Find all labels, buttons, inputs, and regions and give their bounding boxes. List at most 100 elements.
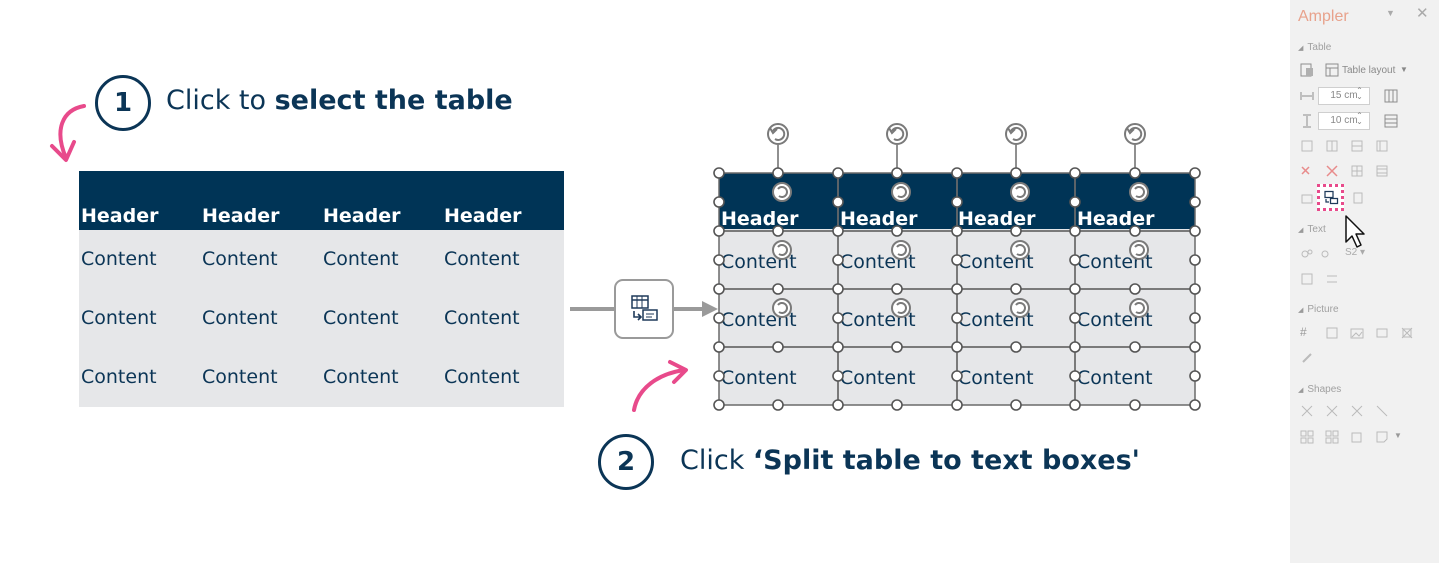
text-size-icon[interactable]: S2 ▾: [1345, 247, 1366, 258]
selected-header-cell: Header: [721, 208, 799, 230]
table-layout-icon[interactable]: [1325, 63, 1339, 77]
rotate-handle-icon: [891, 298, 911, 318]
selection-overlay: [713, 123, 1201, 411]
flow-arrowhead-icon: [702, 301, 718, 317]
close-icon[interactable]: ✕: [1416, 5, 1429, 22]
step-one-number: 1: [113, 88, 133, 118]
shape-sticky-icon[interactable]: [1375, 430, 1389, 444]
section-shapes-label: Shapes: [1298, 384, 1341, 395]
rotate-handles: [767, 123, 1149, 318]
table-cell: Content: [323, 366, 399, 388]
picture-icon[interactable]: [1350, 326, 1364, 340]
step-two-badge: 2: [598, 434, 654, 490]
pink-arrow-icon: [632, 360, 688, 412]
rotate-handle-icon: [772, 298, 792, 318]
rotate-handle-icon: [886, 123, 908, 145]
split-cells-icon[interactable]: [1375, 139, 1389, 153]
table-cell: Content: [202, 366, 278, 388]
selected-cell: Content: [1077, 367, 1153, 389]
split-table-button[interactable]: [614, 279, 674, 339]
table-layout-dropdown[interactable]: Table layout: [1342, 65, 1396, 76]
chevron-down-icon[interactable]: ▼: [1394, 431, 1402, 440]
rotate-handle-icon: [1010, 240, 1030, 260]
table-row: Content Content Content Content: [79, 289, 564, 348]
table-cell: Content: [202, 248, 278, 270]
text-spacing-icon[interactable]: [1325, 272, 1339, 286]
table-row: Content Content Content Content: [79, 230, 564, 289]
shape-grid-icon[interactable]: [1300, 430, 1314, 444]
insert-column-icon[interactable]: [1325, 139, 1339, 153]
plain-table[interactable]: Header Header Header Header Content Cont…: [79, 171, 564, 407]
step-two-number: 2: [616, 447, 636, 477]
chevron-down-icon[interactable]: ▼: [1400, 65, 1408, 74]
section-picture-label: Picture: [1298, 304, 1338, 315]
section-text-label: Text: [1298, 224, 1325, 235]
rotate-handle-icon: [891, 182, 911, 202]
table-cell: Content: [81, 366, 157, 388]
table-icon[interactable]: [1300, 63, 1314, 77]
height-input[interactable]: 10 cm: [1318, 111, 1370, 130]
picture-edit-icon[interactable]: [1300, 351, 1314, 365]
shape-align-icon[interactable]: [1300, 404, 1314, 418]
shape-swap-icon[interactable]: [1375, 404, 1389, 418]
split-table-highlight[interactable]: [1317, 184, 1344, 211]
shape-distribute-icon[interactable]: [1325, 404, 1339, 418]
table-cell: Content: [323, 307, 399, 329]
insert-row-icon[interactable]: [1300, 139, 1314, 153]
row-height-icon: [1303, 114, 1311, 128]
width-input[interactable]: 15 cm: [1318, 86, 1370, 105]
rotate-handle-icon: [1005, 123, 1027, 145]
selected-cell: Content: [721, 367, 797, 389]
resize-handles: [713, 167, 1201, 411]
rotate-handle-icon: [1129, 240, 1149, 260]
step-one-prefix: Click to: [166, 85, 275, 116]
rotate-handle-icon: [772, 240, 792, 260]
table-grid-icon[interactable]: [1350, 164, 1364, 178]
table-convert-icon[interactable]: [1352, 191, 1366, 205]
table-cell: Content: [81, 307, 157, 329]
step-two-prefix: Click: [680, 445, 753, 476]
column-width-icon: [1300, 92, 1314, 100]
rotate-handle-icon: [1129, 298, 1149, 318]
flow-line-right: [674, 307, 706, 311]
selection-frames: [718, 145, 1196, 406]
text-group-icon[interactable]: [1320, 247, 1334, 261]
picture-fit-icon[interactable]: [1400, 326, 1414, 340]
flow-line-left: [570, 307, 614, 311]
distribute-columns-icon[interactable]: [1384, 89, 1398, 103]
selected-cell: Content: [958, 367, 1034, 389]
shape-table-icon[interactable]: [1325, 430, 1339, 444]
text-case-icon[interactable]: [1300, 272, 1314, 286]
picture-frame-icon[interactable]: [1325, 326, 1339, 340]
table-header-cell: Header: [202, 205, 280, 227]
shape-size-icon[interactable]: [1350, 404, 1364, 418]
shape-copy-icon[interactable]: [1350, 430, 1364, 444]
delete-column-icon[interactable]: [1325, 164, 1339, 178]
table-cell: Content: [444, 248, 520, 270]
distribute-rows-icon[interactable]: [1384, 114, 1398, 128]
selected-header-cell: Header: [958, 208, 1036, 230]
rotate-handle-icon: [1129, 182, 1149, 202]
selected-header-cell: Header: [840, 208, 918, 230]
step-one-bold: select the table: [274, 85, 513, 116]
step-one-instruction: Click to select the table: [166, 85, 513, 116]
table-align-icon[interactable]: [1300, 191, 1314, 205]
picture-crop-icon[interactable]: [1375, 326, 1389, 340]
split-table-icon: [1324, 190, 1339, 205]
hash-icon[interactable]: #: [1300, 325, 1307, 339]
rotate-handle-icon: [1010, 298, 1030, 318]
text-fit-icon[interactable]: [1300, 247, 1314, 261]
table-cell: Content: [323, 248, 399, 270]
chevron-down-icon[interactable]: ▼: [1386, 8, 1395, 18]
rotate-handle-icon: [1124, 123, 1146, 145]
split-table-icon: [631, 295, 658, 321]
rotate-handle-icon: [891, 240, 911, 260]
table-rows-icon[interactable]: [1375, 164, 1389, 178]
step-one-badge: 1: [95, 75, 151, 131]
section-table-label: Table: [1298, 42, 1331, 53]
merge-cells-icon[interactable]: [1350, 139, 1364, 153]
table-row: Content Content Content Content: [79, 348, 564, 407]
delete-row-icon[interactable]: [1300, 164, 1314, 178]
rotate-handle-icon: [1010, 182, 1030, 202]
table-cell: Content: [81, 248, 157, 270]
